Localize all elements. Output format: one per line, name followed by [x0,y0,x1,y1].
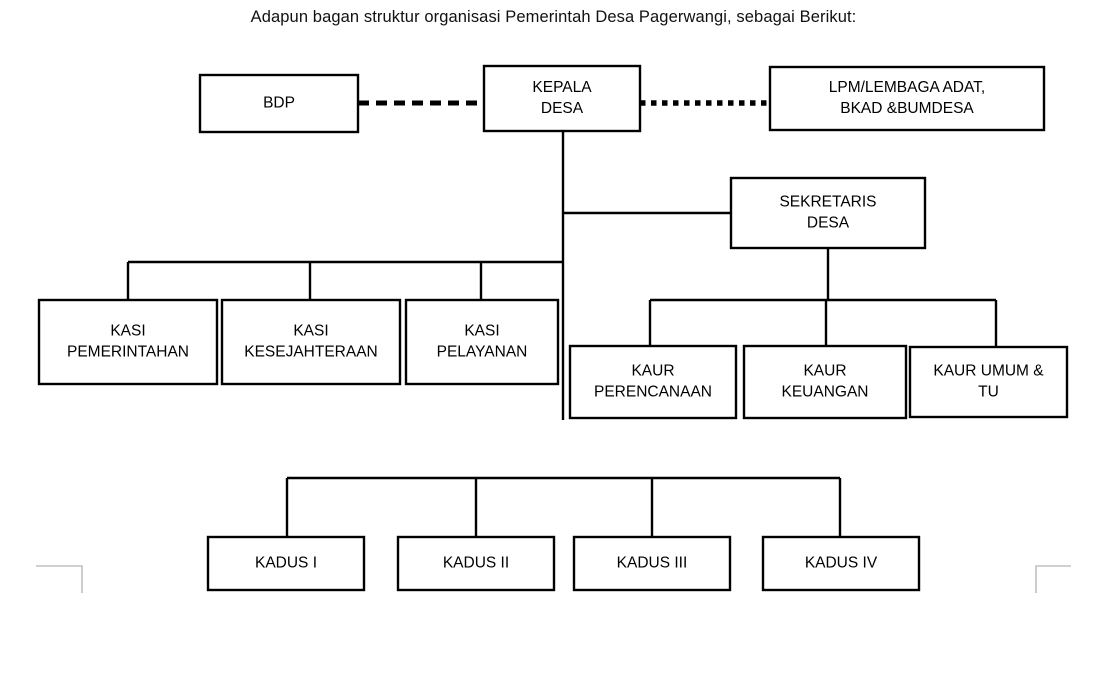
node-box-kadus-2[interactable] [396,535,556,592]
node-kasi-kesejahteraan[interactable]: KASI KESEJAHTERAAN [220,298,402,386]
nodes-layer: BDP KEPALA DESA LPM/LEMBAGA ADAT, BKAD &BUMD… [37,64,1069,592]
node-sekretaris-desa[interactable]: SEKRETARIS DESA [729,176,927,250]
node-label-kaur-perencanaan: PERENCANAAN [594,384,712,401]
node-label-kaur-keuangan: KEUANGAN [782,384,869,401]
node-label-kadus-2: KADUS II [443,555,509,572]
node-box-lpm[interactable] [768,65,1046,132]
node-kasi-pelayanan[interactable]: KASI PELAYANAN [404,298,560,386]
node-label-kadus-3: KADUS III [617,555,688,572]
node-box-bdp[interactable] [198,73,360,134]
node-label-lpm: LPM/LEMBAGA ADAT, [829,79,986,96]
node-label-kaur-umum-tu: KAUR UMUM & [933,363,1044,380]
node-label-kepala-desa: DESA [541,100,584,117]
node-box-kasi-pelayanan[interactable] [404,298,560,386]
node-box-kaur-perencanaan[interactable] [568,344,738,420]
node-bdp[interactable]: BDP [198,73,360,134]
node-label-kaur-umum-tu: TU [978,384,999,401]
node-kasi-pemerintahan[interactable]: KASI PEMERINTAHAN [37,298,219,386]
node-label-kaur-perencanaan: KAUR [631,363,674,380]
node-label-kadus-4: KADUS IV [805,555,878,572]
node-label-kaur-keuangan: KAUR [803,363,846,380]
node-label-kasi-pemerintahan: PEMERINTAHAN [67,344,189,361]
node-kaur-keuangan[interactable]: KAUR KEUANGAN [742,344,908,420]
node-label-lpm: BKAD &BUMDESA [840,100,974,117]
corner-mark-left [36,565,83,593]
node-box-kadus-1[interactable] [206,535,366,592]
node-label-kasi-pelayanan: KASI [464,323,499,340]
node-lpm[interactable]: LPM/LEMBAGA ADAT, BKAD &BUMDESA [768,65,1046,132]
node-kepala-desa[interactable]: KEPALA DESA [482,64,642,133]
node-label-kadus-1: KADUS I [255,555,317,572]
node-label-sekretaris-desa: SEKRETARIS [779,194,876,211]
node-kadus-2[interactable]: KADUS II [396,535,556,592]
node-label-kasi-kesejahteraan: KESEJAHTERAAN [244,344,378,361]
corner-mark-right [1035,565,1071,593]
node-kaur-perencanaan[interactable]: KAUR PERENCANAAN [568,344,738,420]
node-kadus-4[interactable]: KADUS IV [761,535,921,592]
page-title: Adapun bagan struktur organisasi Pemerin… [250,8,857,26]
node-box-kaur-keuangan[interactable] [742,344,908,420]
node-box-kaur-umum-tu[interactable] [908,345,1069,419]
node-box-kasi-kesejahteraan[interactable] [220,298,402,386]
node-label-kasi-kesejahteraan: KASI [293,323,328,340]
node-box-kadus-4[interactable] [761,535,921,592]
node-box-kepala-desa[interactable] [482,64,642,133]
node-label-bdp: BDP [263,95,295,112]
corner-marks-layer [36,565,1071,593]
node-kaur-umum-tu[interactable]: KAUR UMUM & TU [908,345,1069,419]
node-kadus-3[interactable]: KADUS III [572,535,732,592]
node-box-kadus-3[interactable] [572,535,732,592]
node-box-kasi-pemerintahan[interactable] [37,298,219,386]
node-label-kepala-desa: KEPALA [532,79,592,96]
node-label-kasi-pemerintahan: KASI [110,323,145,340]
node-label-sekretaris-desa: DESA [807,215,850,232]
node-box-sekretaris-desa[interactable] [729,176,927,250]
node-label-kasi-pelayanan: PELAYANAN [437,344,528,361]
node-kadus-1[interactable]: KADUS I [206,535,366,592]
connectors-layer [126,100,998,537]
